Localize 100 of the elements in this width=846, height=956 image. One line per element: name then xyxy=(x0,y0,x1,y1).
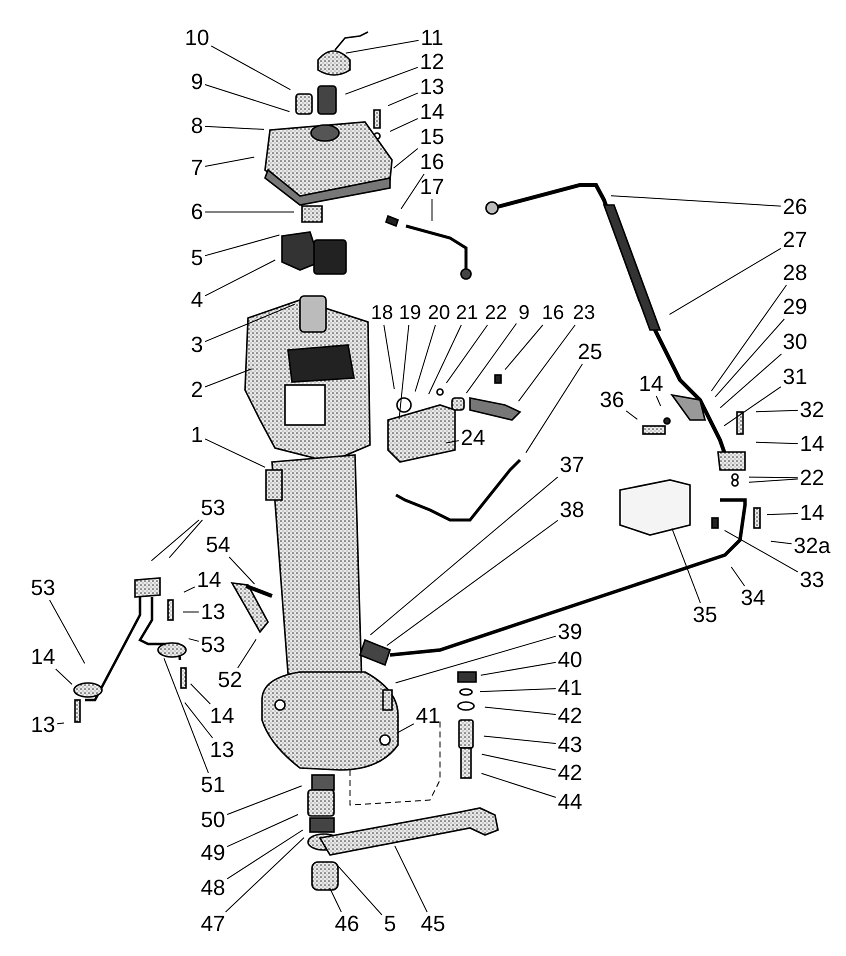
callout-number: 24 xyxy=(460,427,486,449)
leader-line xyxy=(428,324,462,395)
leader-line xyxy=(766,513,798,516)
callout-number: 37 xyxy=(560,454,584,476)
leader-line xyxy=(204,368,252,388)
callout-number: 28 xyxy=(782,262,808,284)
leader-line xyxy=(184,702,214,738)
leader-line xyxy=(226,785,302,815)
callout-number: 20 xyxy=(428,302,450,324)
leader-line xyxy=(336,864,382,916)
callout-number: 16 xyxy=(420,151,444,173)
callout-number: 54 xyxy=(206,534,230,556)
callout-number: 9 xyxy=(190,71,204,93)
leader-line xyxy=(748,476,798,478)
callout-number: 14 xyxy=(196,569,222,591)
callout-number: 19 xyxy=(398,302,422,324)
callout-number: 12 xyxy=(420,51,444,73)
leader-line xyxy=(481,772,556,798)
leader-line xyxy=(210,45,291,90)
leader-line xyxy=(204,126,264,130)
callout-number: 41 xyxy=(558,677,582,699)
callout-number: 49 xyxy=(200,842,226,864)
leader-line xyxy=(756,442,798,444)
callout-number: 41 xyxy=(416,705,440,727)
leader-line xyxy=(164,658,209,774)
leader-line xyxy=(724,386,782,426)
leader-line xyxy=(344,66,418,95)
callout-number: 22 xyxy=(484,302,508,324)
callout-number: 10 xyxy=(184,27,210,49)
callout-number: 9 xyxy=(518,302,530,324)
leader-line xyxy=(610,195,782,207)
callout-number: 25 xyxy=(578,341,602,363)
callout-number: 13 xyxy=(200,601,226,623)
callout-number: 14 xyxy=(638,373,664,395)
leader-line xyxy=(770,540,792,544)
callout-number: 5 xyxy=(190,247,204,269)
callout-number: 33 xyxy=(800,569,824,591)
callout-number: 27 xyxy=(782,229,808,251)
callout-number: 6 xyxy=(190,201,204,223)
callout-number: 47 xyxy=(200,913,226,935)
leader-line xyxy=(390,118,418,132)
leader-line xyxy=(329,887,342,912)
leader-line xyxy=(49,600,86,664)
callout-number: 36 xyxy=(600,389,624,411)
leader-line xyxy=(480,662,556,676)
callout-number: 7 xyxy=(190,157,204,179)
leader-line xyxy=(188,638,200,642)
callout-number: 4 xyxy=(190,289,204,311)
leader-line xyxy=(345,40,420,54)
callout-number: 50 xyxy=(200,809,226,831)
leader-line xyxy=(446,324,488,384)
callout-number: 16 xyxy=(542,302,564,324)
leader-line xyxy=(400,174,425,210)
leader-line xyxy=(398,324,410,420)
callout-number: 30 xyxy=(782,331,808,353)
callout-number: 13 xyxy=(420,76,444,98)
callout-number: 21 xyxy=(456,302,478,324)
callout-number: 23 xyxy=(572,302,596,324)
leader-line xyxy=(204,304,296,342)
leader-line xyxy=(237,638,257,668)
callout-number: 48 xyxy=(200,877,226,899)
callout-number: 53 xyxy=(200,634,226,656)
leader-line xyxy=(671,528,701,604)
leader-line xyxy=(225,837,304,912)
leader-line xyxy=(183,586,196,593)
callout-number: 53 xyxy=(30,577,56,599)
leader-line xyxy=(388,92,418,106)
leader-line xyxy=(190,683,211,704)
leader-line xyxy=(56,722,64,724)
leader-line xyxy=(481,754,556,770)
leader-line xyxy=(204,84,290,112)
callout-number: 5 xyxy=(384,913,396,935)
leader-line xyxy=(168,520,203,558)
callout-number: 51 xyxy=(200,774,226,796)
callout-number: 32а xyxy=(794,535,830,557)
callout-number: 31 xyxy=(782,366,808,388)
leader-line xyxy=(724,530,798,572)
callout-number: 46 xyxy=(334,913,360,935)
callout-number: 39 xyxy=(558,621,582,643)
leader-line xyxy=(730,566,746,586)
callout-number: 22 xyxy=(800,467,824,489)
callout-number: 32 xyxy=(800,399,824,421)
callout-number: 17 xyxy=(420,176,444,198)
leader-line xyxy=(714,318,785,398)
callout-number: 1 xyxy=(190,424,204,446)
leader-line xyxy=(204,438,266,468)
callout-number: 53 xyxy=(200,497,226,519)
leader-line xyxy=(395,636,556,684)
callout-number: 34 xyxy=(740,587,766,609)
leader-line xyxy=(748,478,798,483)
leader-line xyxy=(394,845,428,912)
leader-line xyxy=(393,148,418,169)
callout-number: 14 xyxy=(420,101,444,123)
callout-number: 35 xyxy=(692,604,718,626)
leader-line xyxy=(484,706,556,715)
callout-number: 26 xyxy=(782,196,808,218)
callout-number: 44 xyxy=(558,791,582,813)
leader-line xyxy=(383,324,395,390)
callout-number: 14 xyxy=(210,705,234,727)
callout-number: 8 xyxy=(190,115,204,137)
